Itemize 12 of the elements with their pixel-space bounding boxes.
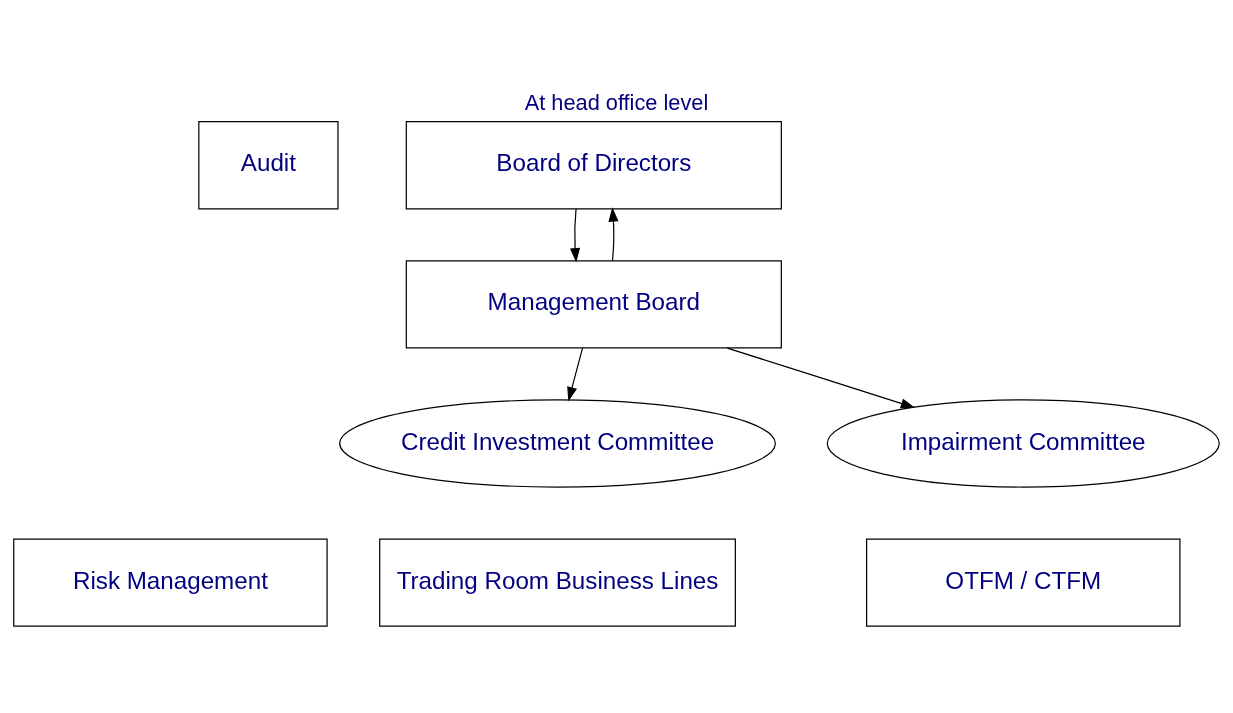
arrow xyxy=(570,207,581,262)
arrow xyxy=(567,346,584,402)
node-box: Board of Directors xyxy=(405,120,782,209)
diagram-title: At head office level xyxy=(524,89,709,115)
node-box: Management Board xyxy=(405,259,782,349)
arrow xyxy=(726,346,916,408)
node-ellipse: Credit Investment Committee xyxy=(339,398,776,488)
node-box: Trading Room Business Lines xyxy=(379,537,736,627)
arrow xyxy=(608,206,619,261)
node-box: Audit xyxy=(198,120,339,209)
node-box: Risk Management xyxy=(13,537,328,627)
node-box: OTFM / CTFM xyxy=(866,537,1181,627)
